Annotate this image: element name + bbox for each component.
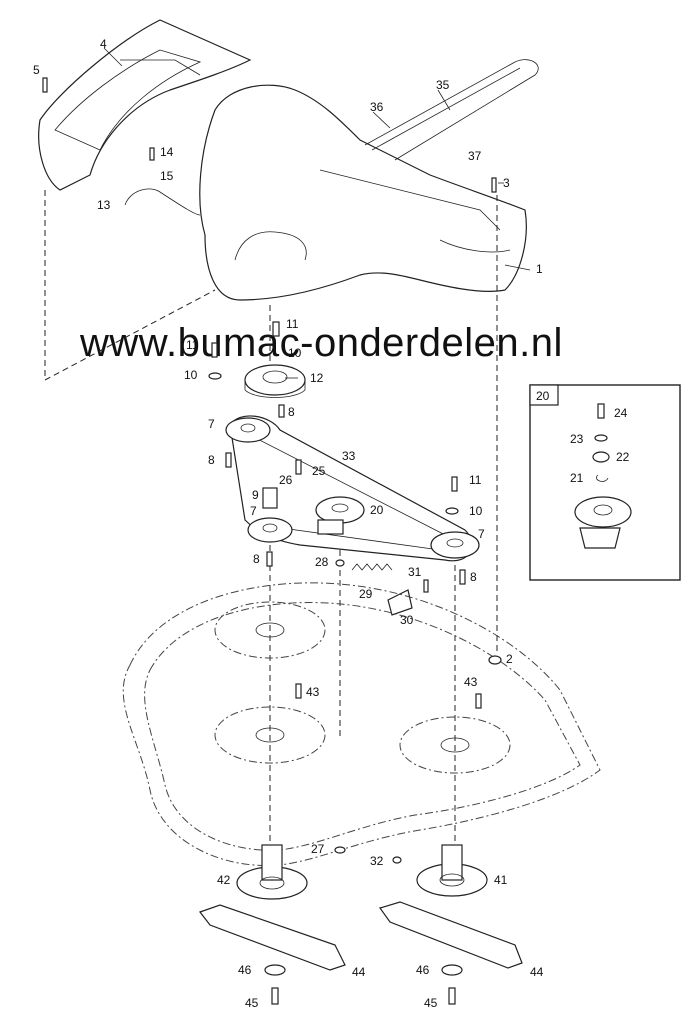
callout-label: 29 xyxy=(359,587,373,601)
callout-label: 41 xyxy=(494,873,508,887)
callout-label: 15 xyxy=(160,169,174,183)
part-1-housing xyxy=(199,84,527,301)
callout-label: 31 xyxy=(408,565,422,579)
callout-label: 43 xyxy=(306,685,320,699)
callout-label: 7 xyxy=(208,417,215,431)
callout-label: 28 xyxy=(315,555,329,569)
callout-label: 45 xyxy=(424,996,438,1010)
callout-label: 11 xyxy=(186,338,199,352)
callout-label: 24 xyxy=(614,406,628,420)
callout-label: 26 xyxy=(279,473,293,487)
assembly-line-left xyxy=(44,190,216,381)
part-45-bolt-right xyxy=(448,987,456,1005)
leader-lines xyxy=(103,47,531,379)
callout-label: 12 xyxy=(310,371,324,385)
callout-label: 8 xyxy=(208,453,215,467)
part-20-idler xyxy=(315,496,365,535)
callout-label: 8 xyxy=(470,570,477,584)
callout-label: 9 xyxy=(252,488,259,502)
callout-label: 11 xyxy=(286,317,299,331)
callout-label: 37 xyxy=(468,149,482,163)
callout-label: 5 xyxy=(33,63,40,77)
callout-label: 7 xyxy=(250,504,257,518)
callout-label: 7 xyxy=(478,527,485,541)
callout-label: 1 xyxy=(536,262,543,276)
callout-label: 44 xyxy=(352,965,366,979)
callout-label: 33 xyxy=(342,449,356,463)
callout-label: 32 xyxy=(370,854,384,868)
callout-label: 30 xyxy=(400,613,414,627)
inset-part-20: 20 xyxy=(529,384,681,581)
callout-label: 14 xyxy=(160,145,174,159)
callout-label: 13 xyxy=(97,198,111,212)
inset-label: 20 xyxy=(536,389,550,403)
callout-label: 20 xyxy=(370,503,384,517)
part-44-blades xyxy=(199,901,523,971)
part-42-spindle xyxy=(236,844,308,900)
callout-label: 22 xyxy=(616,450,630,464)
part-12-pulley xyxy=(244,364,306,398)
part-35-36-belt-guard xyxy=(364,59,539,161)
callout-label: 3 xyxy=(503,176,510,190)
callout-label: 4 xyxy=(100,37,107,51)
callout-label: 11 xyxy=(469,473,482,487)
part-45-bolt-left xyxy=(271,987,279,1005)
part-30-bracket xyxy=(387,589,413,616)
callout-label: 10 xyxy=(184,368,198,382)
callout-label: 25 xyxy=(312,464,326,478)
part-13-clip xyxy=(124,188,201,216)
part-9-spacer xyxy=(262,487,278,509)
callout-label: 27 xyxy=(311,842,325,856)
callout-label: 42 xyxy=(217,873,231,887)
part-41-spindle xyxy=(416,844,488,897)
callout-label: 46 xyxy=(238,963,252,977)
callout-label: 10 xyxy=(288,346,302,360)
part-46-washer-right xyxy=(441,964,463,976)
part-46-washer-left xyxy=(264,964,286,976)
callout-label: 44 xyxy=(530,965,544,979)
callout-label: 35 xyxy=(436,78,450,92)
watermark-text: www.bumac-onderdelen.nl xyxy=(79,321,563,365)
callout-label: 8 xyxy=(288,405,295,419)
part-7-pulleys xyxy=(225,417,480,559)
callout-label: 8 xyxy=(253,552,260,566)
callout-label: 46 xyxy=(416,963,430,977)
callout-label: 43 xyxy=(464,675,478,689)
part-29-spring xyxy=(351,563,393,571)
callout-labels: 1 2 3 4 5 7 7 7 8 8 8 8 9 10 10 10 11 11… xyxy=(33,37,630,1010)
part-4-cover xyxy=(38,19,252,191)
callout-label: 2 xyxy=(506,652,513,666)
mower-deck xyxy=(122,582,601,867)
callout-label: 36 xyxy=(370,100,384,114)
callout-label: 21 xyxy=(570,471,584,485)
callout-label: 23 xyxy=(570,432,584,446)
callout-label: 10 xyxy=(469,504,483,518)
callout-label: 45 xyxy=(245,996,259,1010)
